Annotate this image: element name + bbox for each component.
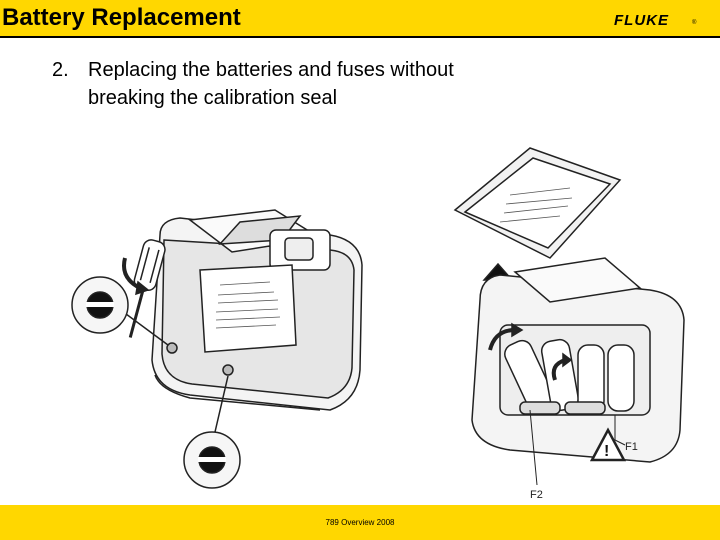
battery-replacement-illustration: F1 F2 ! bbox=[71, 147, 685, 501]
logo-text: FLUKE bbox=[614, 12, 669, 29]
step-number: 2. bbox=[52, 59, 69, 81]
step-text-line-1: Replacing the batteries and fuses withou… bbox=[88, 59, 454, 81]
page-title: Battery Replacement bbox=[2, 4, 241, 31]
label-f2: F2 bbox=[530, 489, 543, 501]
footer-bar: 789 Overview 2008 bbox=[0, 505, 720, 540]
left-meter-illustration bbox=[71, 209, 363, 489]
header-divider bbox=[0, 36, 720, 38]
step-text-line-2: breaking the calibration seal bbox=[88, 87, 338, 109]
fluke-logo: FLUKE ® bbox=[614, 12, 700, 32]
registered-mark: ® bbox=[692, 20, 697, 26]
header-bar: Battery Replacement FLUKE ® bbox=[0, 0, 720, 38]
right-meter-illustration bbox=[453, 147, 685, 486]
footer-caption: 789 Overview 2008 bbox=[325, 518, 395, 527]
label-f1: F1 bbox=[625, 441, 638, 453]
warning-icon: ! bbox=[604, 443, 609, 460]
